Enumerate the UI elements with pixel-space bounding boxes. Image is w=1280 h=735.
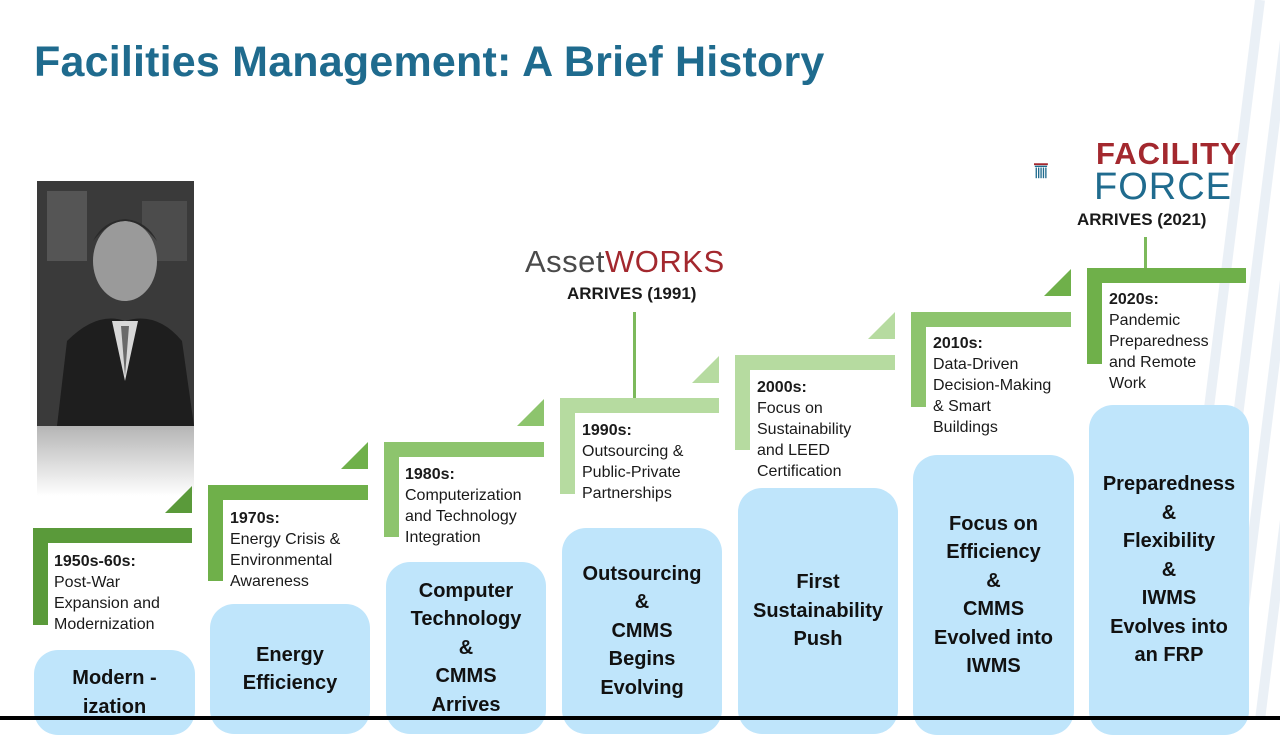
- era-year: 2020s:: [1109, 291, 1159, 308]
- assetworks-connector: [633, 312, 636, 398]
- bottom-rule: [0, 716, 1280, 720]
- step-1-bar: [33, 528, 192, 543]
- step-6-bar: [911, 312, 1071, 327]
- step-3-bar: [384, 442, 544, 457]
- assetworks-arrives-label: ARRIVES (1991): [567, 284, 697, 303]
- step-3-post: [384, 442, 399, 537]
- era-description: Data-Driven Decision-Making & Smart Buil…: [933, 356, 1052, 436]
- era-description: Outsourcing & Public-Private Partnership…: [582, 443, 684, 502]
- box-computer-technology: Computer Technology & CMMS Arrives: [386, 562, 546, 734]
- box-preparedness-flexibility: Preparedness & Flexibility & IWMS Evolve…: [1089, 405, 1249, 735]
- step-7-bar: [1087, 268, 1246, 283]
- era-1970s-label: 1970s: Energy Crisis & Environmental Awa…: [230, 508, 340, 592]
- era-year: 1990s:: [582, 422, 632, 439]
- era-year: 1950s-60s:: [54, 553, 136, 570]
- assetworks-logo-text: Asset: [525, 244, 606, 279]
- step-2-arrow: [341, 442, 368, 469]
- step-5-post: [735, 355, 750, 450]
- era-2010s-label: 2010s: Data-Driven Decision-Making & Sma…: [933, 333, 1051, 438]
- era-description: Focus on Sustainability and LEED Certifi…: [757, 400, 852, 480]
- facility-force-column-icon: [1034, 163, 1048, 179]
- facility-force-logo-line2: FORCE: [1094, 166, 1232, 208]
- step-5-bar: [735, 355, 895, 370]
- portrait-photo: [37, 181, 194, 426]
- box-modernization: Modern - ization: [34, 650, 195, 735]
- step-4-arrow: [692, 356, 719, 383]
- era-2020s-label: 2020s: Pandemic Preparedness and Remote …: [1109, 289, 1209, 394]
- step-1-arrow: [165, 486, 192, 513]
- era-description: Energy Crisis & Environmental Awareness: [230, 531, 341, 590]
- era-description: Computerization and Technology Integrati…: [405, 487, 522, 546]
- step-2-post: [208, 485, 223, 581]
- assetworks-logo: AssetWORKS: [525, 244, 725, 280]
- era-description: Pandemic Preparedness and Remote Work: [1109, 312, 1209, 392]
- step-3-arrow: [517, 399, 544, 426]
- step-6-post: [911, 312, 926, 407]
- facility-force-connector: [1144, 237, 1147, 268]
- era-description: Post-War Expansion and Modernization: [54, 574, 160, 633]
- page-title: Facilities Management: A Brief History: [34, 38, 825, 86]
- era-1980s-label: 1980s: Computerization and Technology In…: [405, 464, 522, 548]
- step-4-post: [560, 398, 575, 494]
- step-2-bar: [208, 485, 368, 500]
- step-4-bar: [560, 398, 719, 413]
- box-focus-on-efficiency: Focus on Efficiency & CMMS Evolved into …: [913, 455, 1074, 735]
- era-1990s-label: 1990s: Outsourcing & Public-Private Part…: [582, 420, 683, 504]
- step-6-arrow: [1044, 269, 1071, 296]
- era-year: 1970s:: [230, 510, 280, 527]
- portrait-reflection: [37, 426, 194, 496]
- facility-force-arrives-label: ARRIVES (2021): [1077, 210, 1207, 229]
- box-outsourcing-cmms: Outsourcing & CMMS Begins Evolving: [562, 528, 722, 734]
- box-first-sustainability: First Sustainability Push: [738, 488, 898, 734]
- era-2000s-label: 2000s: Focus on Sustainability and LEED …: [757, 377, 851, 482]
- box-energy-efficiency: Energy Efficiency: [210, 604, 370, 734]
- gear-icon: O: [634, 244, 660, 279]
- era-1950s-label: 1950s-60s: Post-War Expansion and Modern…: [54, 551, 160, 635]
- era-year: 2000s:: [757, 379, 807, 396]
- facility-force-logo-line1: FACILITY: [1096, 136, 1242, 171]
- step-1-post: [33, 528, 48, 625]
- era-year: 2010s:: [933, 335, 983, 352]
- assetworks-logo-text: W: [605, 244, 635, 279]
- assetworks-logo-text: RKS: [659, 244, 725, 279]
- step-7-post: [1087, 268, 1102, 364]
- era-year: 1980s:: [405, 466, 455, 483]
- step-5-arrow: [868, 312, 895, 339]
